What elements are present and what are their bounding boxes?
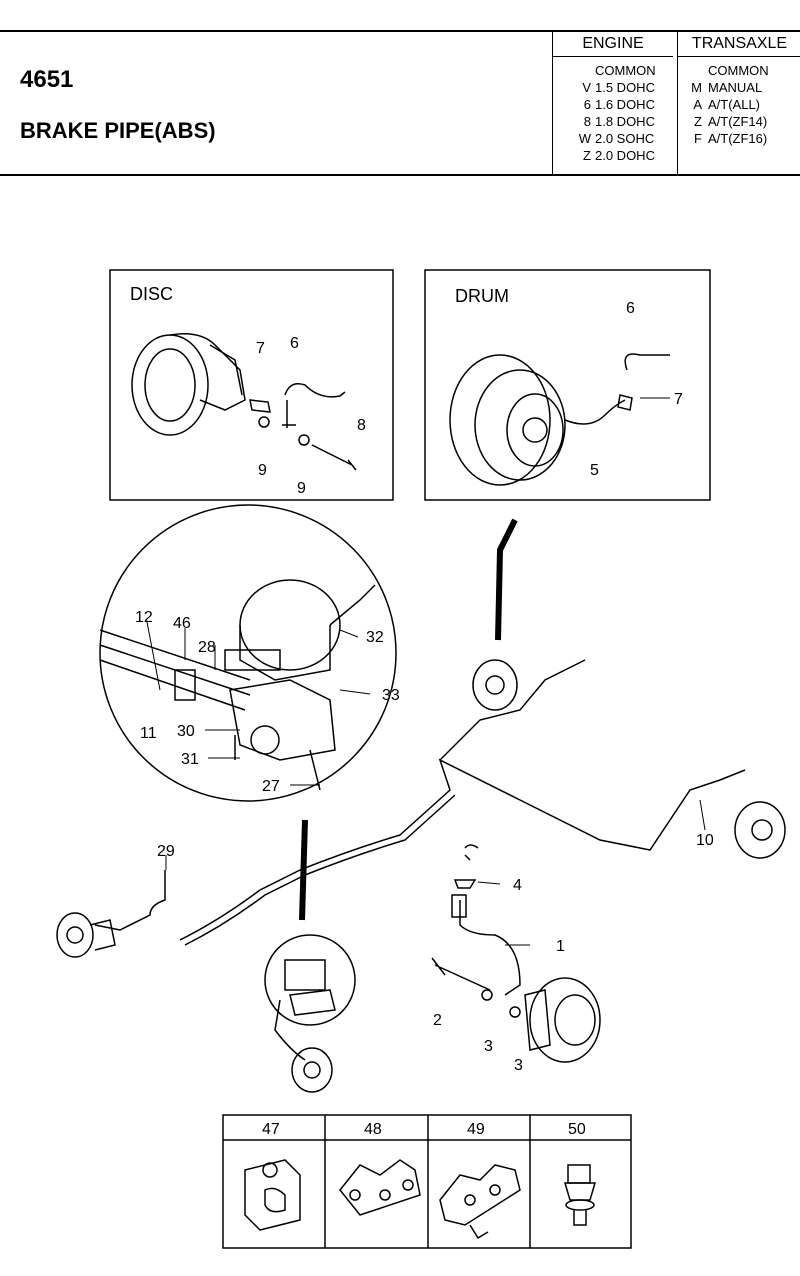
header-bottom-rule: [0, 174, 800, 176]
part-50-label: 50: [568, 1121, 586, 1138]
brake-pipe-routing: [94, 659, 746, 1061]
header-top-rule: [0, 30, 800, 32]
transaxle-heading: TRANSAXLE: [678, 30, 800, 57]
callout-1: 1: [556, 938, 565, 955]
bolt-50-illustration: [563, 1164, 597, 1226]
callout-8: 8: [357, 417, 366, 434]
callout-30: 30: [177, 723, 195, 740]
callout-3: 3: [484, 1038, 493, 1055]
callout-leaders: [146, 397, 706, 946]
disc-title: DISC: [130, 284, 173, 304]
parts-table-headings: 47 48 49 50: [262, 1121, 586, 1138]
callout-3b: 3: [514, 1057, 523, 1074]
callout-28: 28: [198, 639, 216, 656]
part-47-label: 47: [262, 1121, 280, 1138]
drum-inset-frame: [424, 269, 711, 501]
callout-7-disc: 7: [256, 340, 265, 357]
catalog-code: 4651: [20, 66, 74, 93]
callout-5: 5: [590, 462, 599, 479]
page-title: BRAKE PIPE(ABS): [20, 118, 216, 143]
callout-33: 33: [382, 687, 400, 704]
callout-7-drum: 7: [674, 391, 683, 408]
master-cylinder-detail-circle: [99, 504, 397, 802]
drum-brake-illustration: [449, 353, 670, 486]
callout-46: 46: [173, 615, 191, 632]
callout-12: 12: [135, 609, 153, 626]
lower-brake: [291, 1047, 333, 1093]
callout-31: 31: [181, 751, 199, 768]
rear-right-drum: [734, 801, 786, 859]
part-49-label: 49: [467, 1121, 485, 1138]
callout-27: 27: [262, 778, 280, 795]
clip-48-illustration: [339, 1159, 421, 1216]
part-48-label: 48: [364, 1121, 382, 1138]
drum-title: DRUM: [455, 286, 509, 306]
parts-table-frame: [222, 1114, 632, 1249]
callout-11: 11: [140, 725, 157, 742]
callout-2: 2: [433, 1012, 442, 1029]
callout-32: 32: [366, 629, 384, 646]
callout-9b: 9: [297, 480, 306, 497]
engine-row: COMMON: [595, 63, 656, 78]
disc-inset-frame: [109, 269, 394, 501]
drum-pointer: [495, 518, 518, 641]
clip-49-illustration: [439, 1164, 521, 1240]
detail-pointer: [299, 819, 308, 921]
front-left-brake: [56, 912, 116, 958]
callout-9a: 9: [258, 462, 267, 479]
callout-labels: 1 2 3 3 4 5 6 6 7 7 8 9 9 10 11 12 27 28…: [135, 300, 714, 1074]
master-cylinder-illustration: [99, 579, 376, 791]
transaxle-row: COMMON: [708, 63, 769, 78]
clip-47-illustration: [244, 1159, 301, 1231]
front-right-disc-assembly: [431, 844, 601, 1063]
callout-10: 10: [696, 832, 714, 849]
callout-4: 4: [513, 877, 522, 894]
rear-left-drum: [472, 659, 518, 711]
callout-29: 29: [157, 843, 175, 860]
abs-unit-small: [264, 934, 356, 1026]
disc-brake-illustration: [131, 333, 357, 471]
callout-6-disc: 6: [290, 335, 299, 352]
engine-heading: ENGINE: [553, 30, 673, 57]
callout-6-drum: 6: [626, 300, 635, 317]
